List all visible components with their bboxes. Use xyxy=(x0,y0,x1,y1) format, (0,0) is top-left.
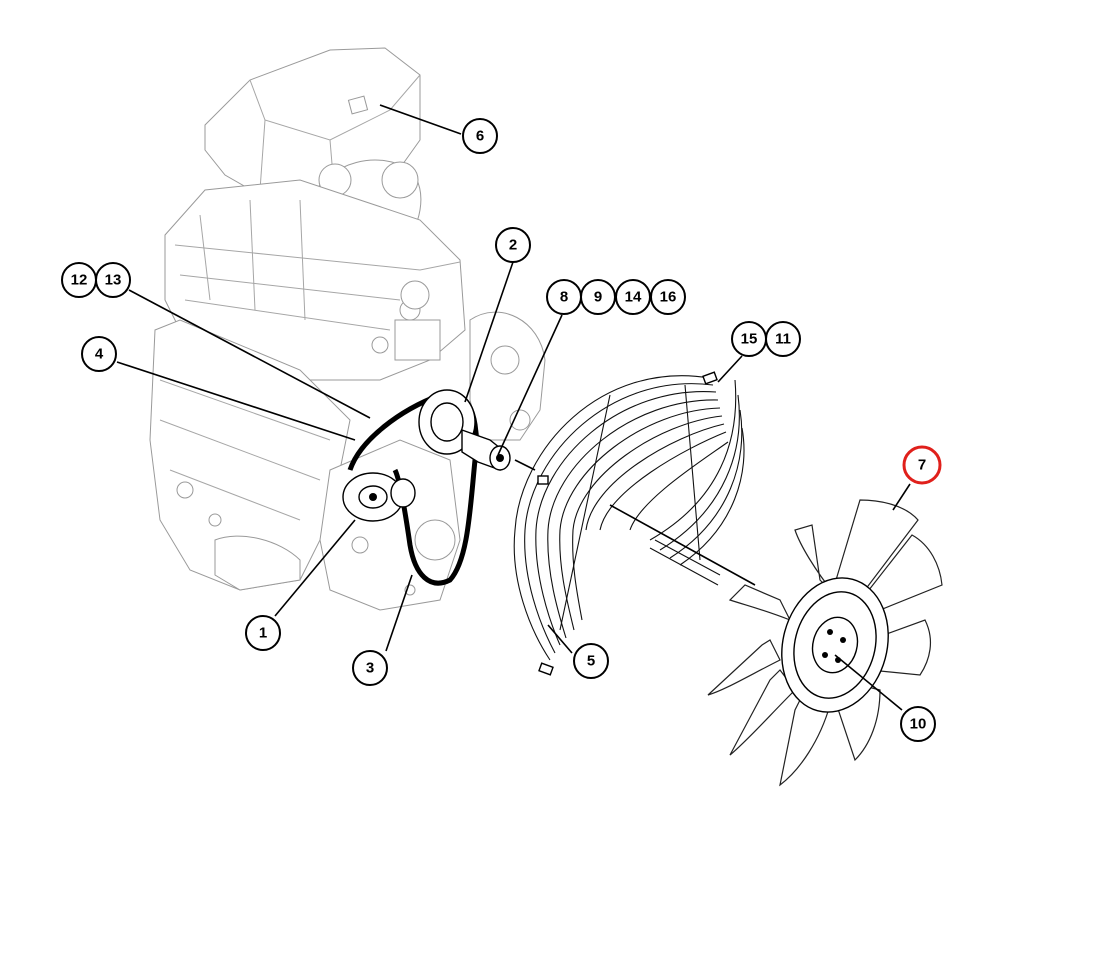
callout-1: 1 xyxy=(245,615,281,651)
callout-8: 8 xyxy=(546,279,582,315)
callout-label-9: 9 xyxy=(594,289,602,306)
callout-14: 14 xyxy=(615,279,651,315)
callout-11: 11 xyxy=(765,321,801,357)
callout-5: 5 xyxy=(573,643,609,679)
callout-3: 3 xyxy=(352,650,388,686)
callout-12: 12 xyxy=(61,262,97,298)
callout-15: 15 xyxy=(731,321,767,357)
callout-label-5: 5 xyxy=(587,653,595,670)
drive-belt-icon xyxy=(342,389,511,586)
callout-label-16: 16 xyxy=(660,289,677,306)
callout-label-7: 7 xyxy=(918,457,926,474)
callout-label-8: 8 xyxy=(560,289,568,306)
fan-guard-icon xyxy=(513,371,745,676)
callout-9: 9 xyxy=(580,279,616,315)
callout-13: 13 xyxy=(95,262,131,298)
callout-label-2: 2 xyxy=(509,237,517,254)
callout-label-13: 13 xyxy=(105,272,122,289)
fan-blade-icon xyxy=(707,499,943,787)
callout-7: 7 xyxy=(902,445,942,485)
callout-label-1: 1 xyxy=(259,625,267,642)
callout-10: 10 xyxy=(900,706,936,742)
callout-label-15: 15 xyxy=(741,331,758,348)
callout-6: 6 xyxy=(462,118,498,154)
callout-label-3: 3 xyxy=(366,660,374,677)
axis-line xyxy=(609,504,756,586)
callout-16: 16 xyxy=(650,279,686,315)
callout-label-12: 12 xyxy=(71,272,88,289)
callout-4: 4 xyxy=(81,336,117,372)
leader-lines xyxy=(116,104,911,711)
callout-label-4: 4 xyxy=(95,346,104,363)
callout-label-10: 10 xyxy=(910,716,927,733)
callout-label-14: 14 xyxy=(625,289,642,306)
callout-label-6: 6 xyxy=(476,128,484,145)
axis-line-short xyxy=(514,459,536,471)
callout-label-11: 11 xyxy=(775,331,791,348)
callout-2: 2 xyxy=(495,227,531,263)
